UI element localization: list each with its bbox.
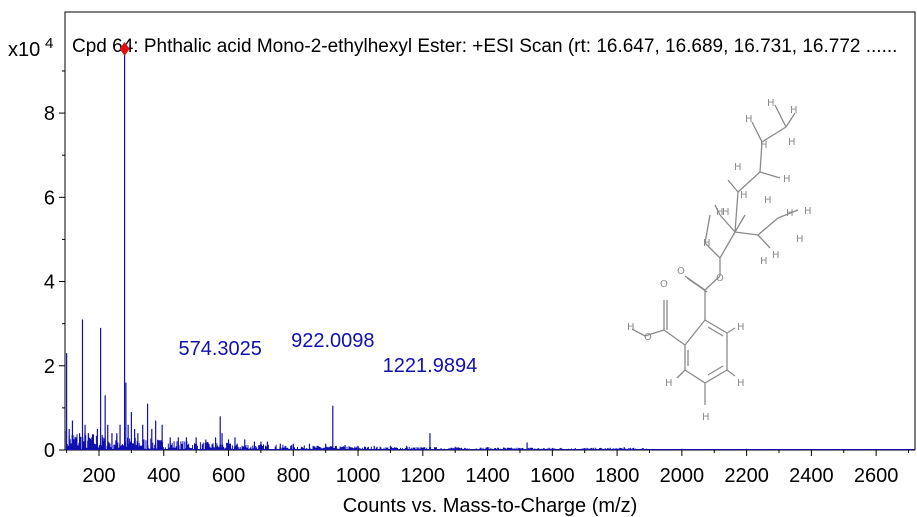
structure-bond: [734, 231, 759, 236]
structure-atom-label: H: [740, 190, 748, 201]
structure-bond: [759, 171, 781, 179]
structure-atom-label: H: [760, 140, 768, 151]
x-tick-label: 2200: [724, 465, 769, 487]
peak-marker: [119, 41, 130, 56]
structure-bond: [785, 112, 796, 128]
x-tick-label: 1400: [465, 465, 510, 487]
structure-atom-label: H: [703, 238, 711, 249]
x-tick-label: 2400: [789, 465, 834, 487]
structure-bond: [704, 275, 721, 291]
peak-label: 922.0098: [291, 330, 374, 352]
structure-bond: [719, 214, 736, 233]
structure-bond: [757, 217, 779, 236]
chart-title: Cpd 64: Phthalic acid Mono-2-ethylhexyl …: [72, 36, 897, 57]
structure-bond: [704, 242, 721, 259]
structure-atom-label: H: [767, 98, 775, 109]
structure-bond: [631, 328, 646, 337]
structure-atom-label: H: [804, 206, 812, 217]
x-tick-label: 600: [212, 465, 245, 487]
structure-bond: [704, 214, 711, 244]
structure-atom-label: H: [788, 137, 796, 148]
y-tick-label: 4: [44, 272, 55, 294]
structure-bond: [704, 319, 728, 334]
structure-atom-label: H: [737, 378, 745, 389]
x-axis-title: Counts vs. Mass-to-Charge (m/z): [343, 495, 638, 517]
structure-atom-label: H: [722, 207, 730, 218]
structure-bond: [684, 369, 706, 384]
structure-atom-label: H: [734, 162, 742, 173]
structure-bond: [714, 204, 721, 216]
y-tick-label: 8: [44, 103, 55, 125]
structure-bond: [684, 319, 706, 346]
structure-bond: [704, 369, 728, 384]
spectrum-peaks: [66, 49, 877, 450]
structure-atom-label: O: [660, 279, 668, 290]
structure-atom-label: H: [760, 256, 768, 267]
structure-atom-label: H: [737, 322, 745, 333]
structure-bond: [726, 369, 736, 377]
structure-bond: [676, 369, 686, 379]
structure-bond: [719, 231, 736, 259]
x-tick-label: 1000: [336, 465, 381, 487]
y-tick-label: 6: [44, 187, 55, 209]
y-tick-label: 2: [44, 356, 55, 378]
structure-atom-label: O: [677, 266, 685, 277]
structure-bond: [726, 327, 736, 334]
structure-atom-label: H: [745, 114, 753, 125]
y-tick-label: 0: [44, 440, 55, 462]
peak-labels: 574.3025 922.0098 1221.9894: [178, 330, 477, 377]
peak-label: 574.3025: [178, 338, 261, 360]
structure-bond: [663, 329, 686, 346]
x-axis-ticks: 200 400 600 800 1000 1200 1400 1600 1800 2000 2200…: [66, 450, 910, 487]
structure-atom-label: H: [716, 207, 724, 218]
spectrum-noise: [65, 430, 915, 450]
x-tick-label: 1800: [595, 465, 640, 487]
structure-bond: [774, 104, 787, 128]
structure-bond: [751, 121, 763, 143]
y-multiplier-label: x10: [8, 39, 40, 61]
x-tick-label: 2000: [660, 465, 705, 487]
y-axis-ticks: 0 2 4 6 8: [44, 70, 65, 462]
structure-bond: [759, 141, 763, 173]
structure-atom-label: O: [716, 273, 724, 284]
base-peak-marker: [119, 41, 130, 56]
structure-bond: [777, 209, 799, 219]
plot-frame: [64, 11, 916, 451]
x-tick-label: 400: [147, 465, 180, 487]
x-tick-label: 1200: [401, 465, 446, 487]
structure-atom-label: H: [786, 208, 794, 219]
structure-atom-label: H: [783, 174, 791, 185]
structure-bond: [644, 329, 665, 337]
structure-bond: [707, 365, 724, 376]
structure-bond: [757, 234, 771, 249]
structure-atom-label: H: [702, 412, 710, 423]
structure-atom-label: H: [772, 250, 780, 261]
structure-bond: [737, 171, 761, 193]
structure-atom-label: H: [796, 234, 804, 245]
structure-atom-label: H: [790, 105, 798, 116]
structure-atom-label: H: [627, 322, 635, 333]
structure-bond: [734, 191, 739, 233]
x-tick-label: 800: [277, 465, 310, 487]
x-tick-label: 200: [82, 465, 115, 487]
structure-bond: [761, 126, 787, 143]
structure-atom-label: H: [665, 378, 673, 389]
baseline-noise: [65, 430, 650, 450]
structure-bond: [686, 277, 708, 293]
peak-label: 1221.9894: [383, 355, 478, 377]
structure-atom-label: H: [764, 195, 772, 206]
y-multiplier-exponent: 4: [45, 35, 53, 52]
structure-bond: [707, 326, 724, 337]
x-tick-label: 1600: [530, 465, 575, 487]
structure-bond: [734, 214, 746, 233]
structure-atom-label: O: [644, 332, 652, 343]
x-tick-label: 2600: [854, 465, 899, 487]
structure-bond: [727, 179, 739, 193]
